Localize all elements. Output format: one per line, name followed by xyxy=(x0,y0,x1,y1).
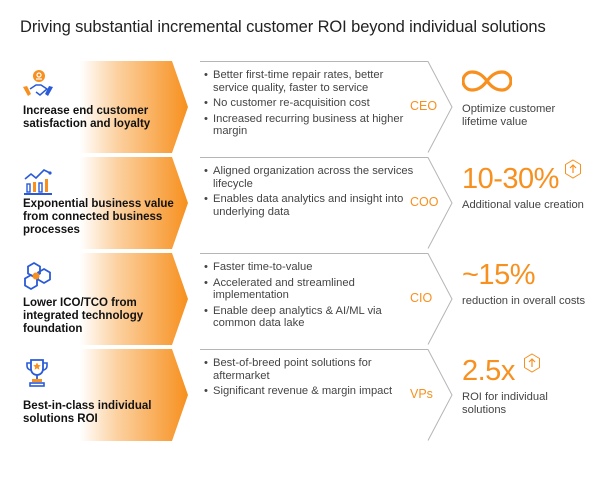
bullet: Enable deep analytics & AI/ML via common… xyxy=(204,305,414,330)
bar-chart-trend-icon xyxy=(24,169,52,195)
outcome-description: ROI for individual solutions xyxy=(462,391,548,416)
row-best-in-class: Best-in-class individual solutions ROI B… xyxy=(0,349,601,441)
role-label: VPs xyxy=(410,387,433,401)
bullet-list: Faster time-to-value Accelerated and str… xyxy=(204,261,414,333)
orange-chevron xyxy=(0,253,188,345)
bullet: Enables data analytics and insight into … xyxy=(204,193,414,218)
bullet: Increased recurring business at higher m… xyxy=(204,113,414,138)
row-label: Increase end customer satisfaction and l… xyxy=(23,105,151,130)
bullet: Faster time-to-value xyxy=(204,261,414,274)
bullet-list: Best-of-breed point solutions for afterm… xyxy=(204,357,414,401)
gray-chevron xyxy=(200,61,453,153)
bullet-list: Aligned organization across the services… xyxy=(204,165,414,221)
bullet: Better first-time repair rates, better s… xyxy=(204,69,414,94)
outcome-description: Additional value creation xyxy=(462,199,584,211)
trophy-icon xyxy=(26,359,48,387)
orange-chevron xyxy=(0,157,188,249)
bullet: No customer re-acquisition cost xyxy=(204,97,414,110)
outcome-description: Optimize customer lifetime value xyxy=(462,103,556,128)
role-label: CEO xyxy=(410,99,438,113)
infinity-icon xyxy=(462,70,512,92)
row-business-value: Exponential business value from connecte… xyxy=(0,157,601,249)
row-label: Best-in-class individual solutions ROI xyxy=(23,400,152,425)
gray-chevron xyxy=(200,349,453,441)
outcome-value: ~15% xyxy=(462,259,535,291)
outcome-description: reduction in overall costs xyxy=(462,295,586,307)
arrow-up-hexagon-icon xyxy=(524,353,540,373)
row-label: Lower ICO/TCO from integrated technology… xyxy=(23,297,144,335)
arrow-up-hexagon-icon xyxy=(565,159,581,179)
role-label: COO xyxy=(410,195,439,209)
hexagon-network-icon xyxy=(24,261,51,291)
orange-chevron xyxy=(0,61,188,153)
gray-chevron xyxy=(200,253,453,345)
outcome-value: 2.5x xyxy=(462,355,515,387)
handshake-icon xyxy=(23,70,53,96)
bullet: Best-of-breed point solutions for afterm… xyxy=(204,357,414,382)
gray-chevron xyxy=(200,157,453,249)
row-label: Exponential business value from connecte… xyxy=(23,198,174,236)
bullet: Accelerated and streamlined implementati… xyxy=(204,277,414,302)
row-lower-tco: Lower ICO/TCO from integrated technology… xyxy=(0,253,601,345)
outcome-value: 10-30% xyxy=(462,163,559,195)
bullet: Significant revenue & margin impact xyxy=(204,385,414,398)
row-customer-satisfaction: Increase end customer satisfaction and l… xyxy=(0,61,601,153)
role-label: CIO xyxy=(410,291,433,305)
bullet-list: Better first-time repair rates, better s… xyxy=(204,69,414,141)
bullet: Aligned organization across the services… xyxy=(204,165,414,190)
page-title: Driving substantial incremental customer… xyxy=(20,18,546,36)
